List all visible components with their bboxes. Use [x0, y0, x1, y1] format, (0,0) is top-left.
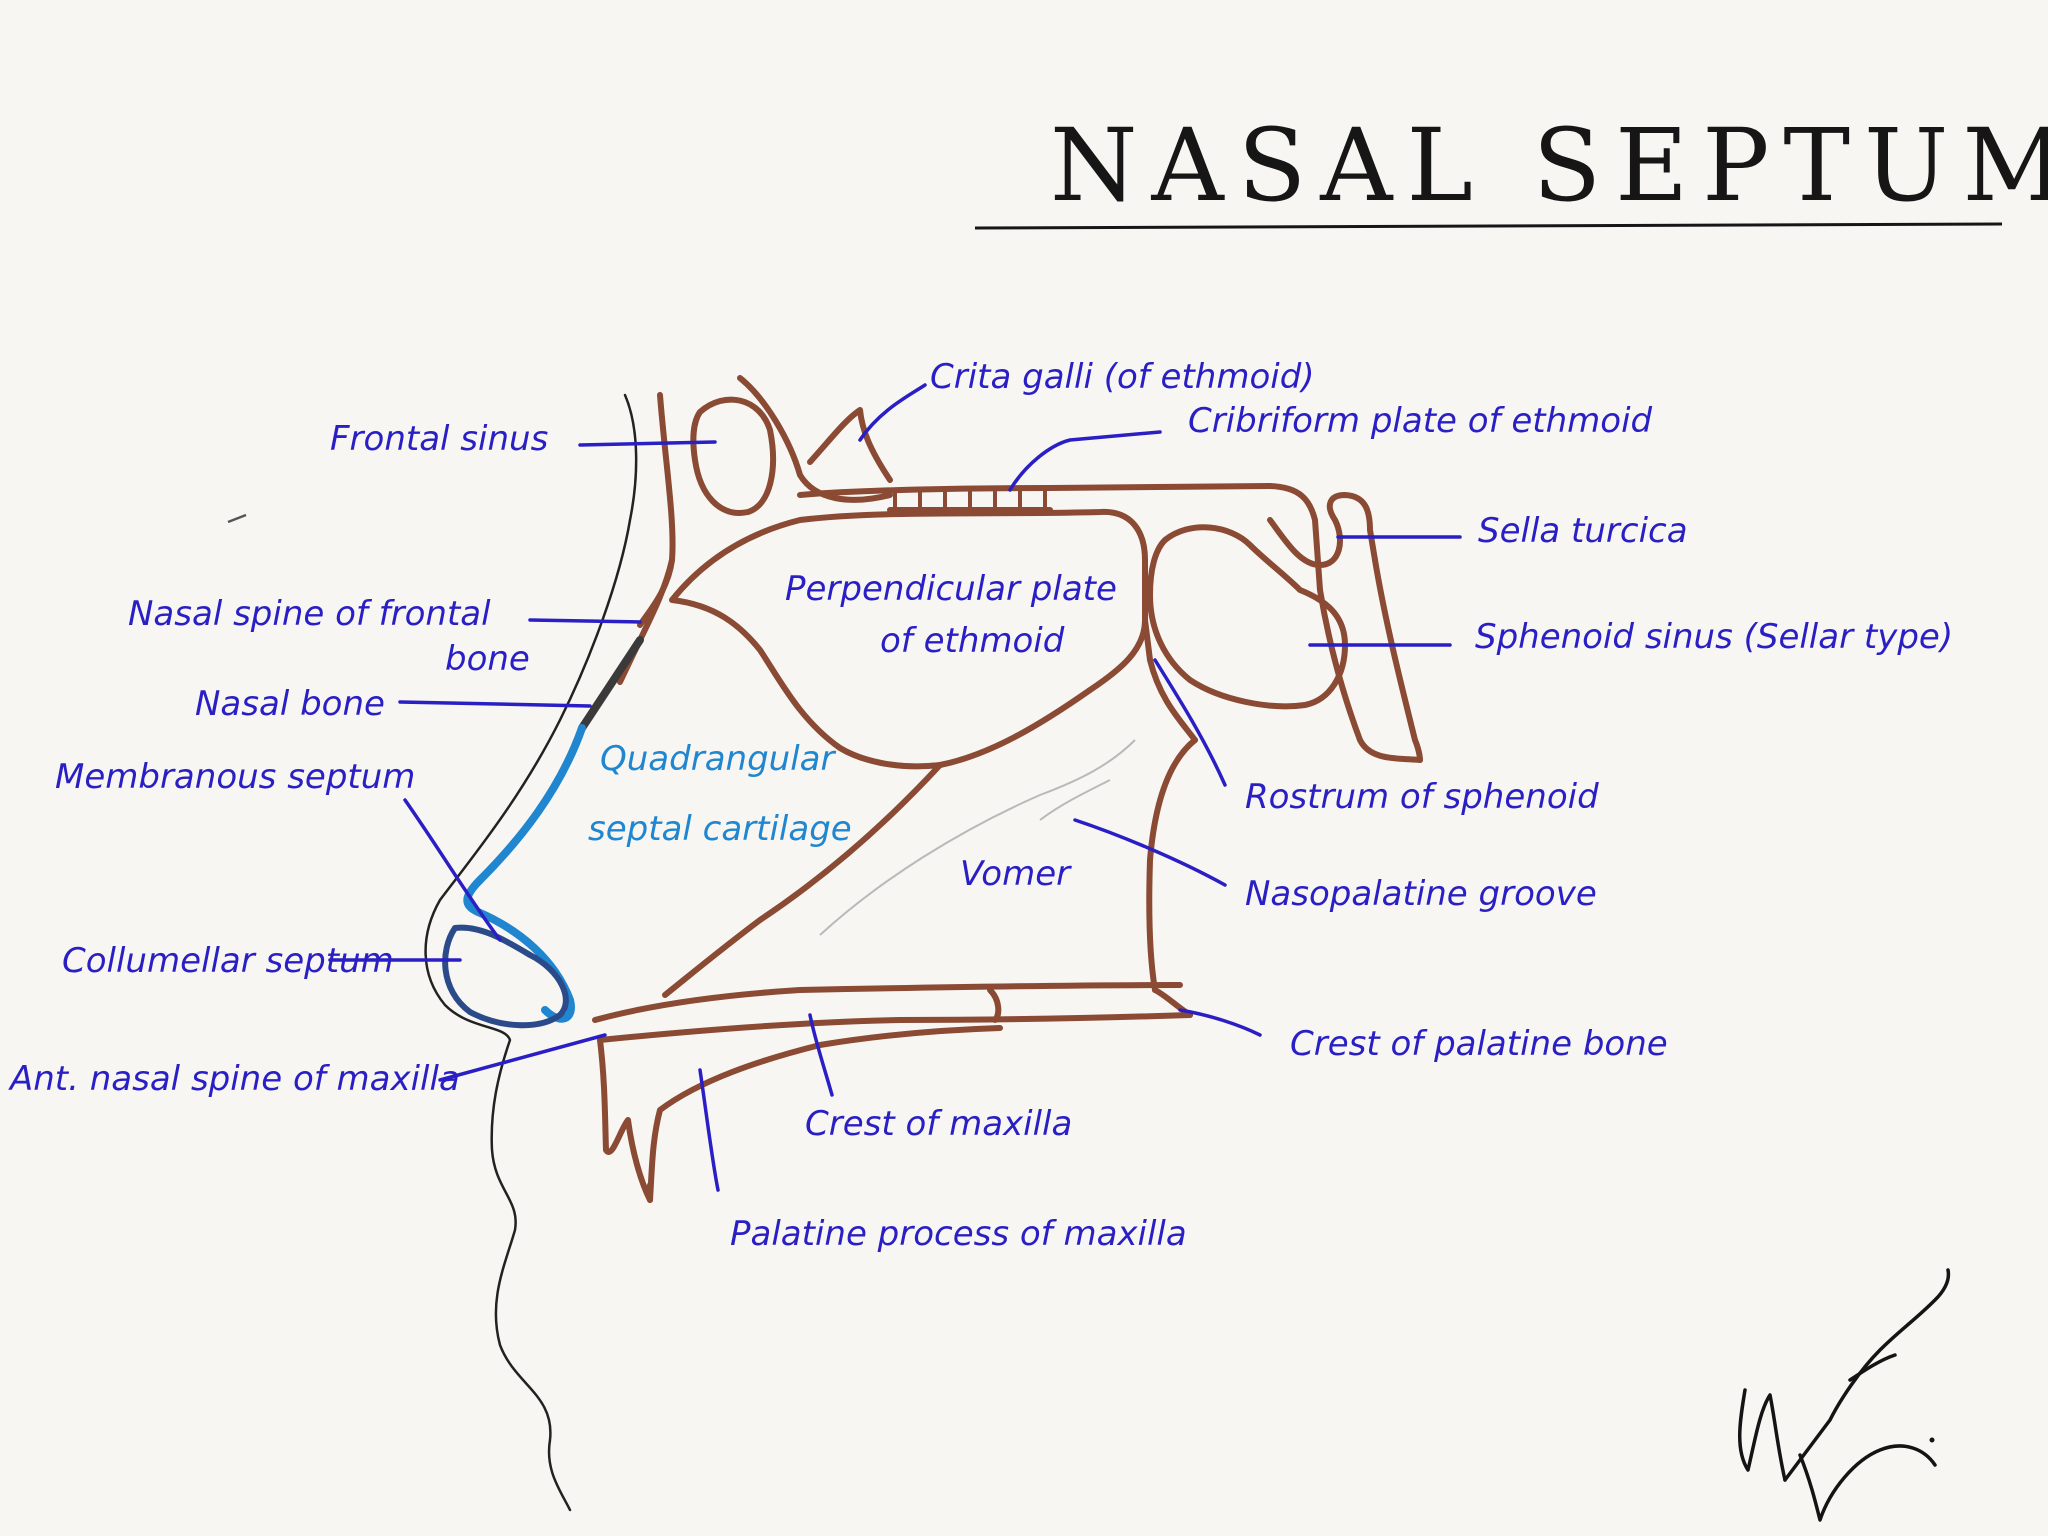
leader-crista-galli [858, 383, 927, 442]
label-membranous-septum: Membranous septum [55, 757, 415, 797]
label-vomer: Vomer [960, 854, 1072, 894]
author-signature [1738, 1268, 1951, 1522]
labels: Crita galli (of ethmoid) Cribriform plat… [8, 357, 1953, 1254]
leader-crest-palatine [1178, 1008, 1262, 1037]
label-sella-turcica: Sella turcica [1478, 511, 1688, 551]
diagram-title: NASAL SEPTUM [1050, 107, 2048, 224]
leader-lines [328, 383, 1462, 1192]
label-nasal-spine-frontal-line2: bone [445, 639, 530, 679]
label-crest-maxilla: Crest of maxilla [805, 1104, 1072, 1144]
crista-galli [807, 407, 893, 483]
label-rostrum-sphenoid: Rostrum of sphenoid [1245, 777, 1599, 817]
hard-palate-lower [597, 1012, 1193, 1043]
sphenoid-body-outline [1267, 483, 1423, 763]
label-palatine-process: Palatine process of maxilla [730, 1214, 1187, 1254]
sphenoid-sinus-outline [1147, 524, 1348, 710]
face-profile-outline [424, 393, 638, 1512]
columella-outline [442, 924, 569, 1029]
leader-nasal-spine-frontal [528, 618, 642, 624]
eyebrow-mark [227, 513, 247, 524]
leader-nasopalatine-groove [1073, 818, 1227, 887]
leader-palatine-process [698, 1068, 720, 1192]
label-frontal-sinus: Frontal sinus [330, 419, 548, 459]
label-nasal-spine-frontal-line1: Nasal spine of frontal [128, 594, 491, 634]
frontal-bone-inner [737, 375, 893, 503]
frontal-sinus-outline [690, 396, 776, 516]
sphenoid-anterior-wall [1142, 617, 1198, 743]
sphenoid-posterior-inferior [1372, 557, 1423, 763]
nasal-bone [578, 636, 644, 732]
perpendicular-plate-outline [669, 508, 1148, 770]
palatine-crest-junction [987, 987, 1002, 1023]
nasopalatine-groove-line-2 [1039, 779, 1111, 821]
label-ant-nasal-spine: Ant. nasal spine of maxilla [8, 1059, 460, 1099]
leader-ant-nasal-spine [438, 1033, 607, 1082]
cribriform-plate [797, 483, 1273, 498]
label-perpendicular-plate-line1: Perpendicular plate [785, 569, 1117, 609]
label-columellar-septum: Collumellar septum [62, 941, 394, 981]
leader-frontal-sinus [578, 440, 717, 447]
label-quadrangular-line1: Quadrangular [600, 739, 837, 779]
leader-crest-maxilla [808, 1013, 834, 1097]
cribriform-perforations [893, 487, 1047, 514]
label-crest-palatine: Crest of palatine bone [1290, 1024, 1668, 1064]
label-sphenoid-sinus: Sphenoid sinus (Sellar type) [1475, 617, 1953, 657]
leader-membranous-septum [403, 798, 502, 942]
label-crista-galli: Crita galli (of ethmoid) [930, 357, 1315, 397]
title-underline [974, 222, 2003, 230]
sella-turcica [1267, 492, 1378, 568]
hard-palate-upper [592, 982, 1183, 1023]
leader-nasal-bone [398, 700, 592, 708]
label-quadrangular-line2: septal cartilage [588, 809, 852, 849]
rostrum-of-sphenoid [1146, 737, 1198, 993]
frontal-bone-outer [637, 392, 676, 628]
septal-cartilage-edge [463, 724, 586, 916]
label-cribriform-plate: Cribriform plate of ethmoid [1188, 401, 1653, 441]
leader-rostrum-sphenoid [1153, 658, 1227, 787]
label-perpendicular-plate-line2: of ethmoid [880, 621, 1065, 661]
vomer-anterior-border [662, 762, 943, 998]
label-nasal-bone: Nasal bone [195, 684, 385, 724]
nasopalatine-groove-line [819, 739, 1136, 936]
label-nasopalatine-groove: Nasopalatine groove [1245, 874, 1597, 914]
leader-cribriform-plate [1008, 430, 1162, 492]
anterior-maxilla [597, 1025, 1003, 1203]
